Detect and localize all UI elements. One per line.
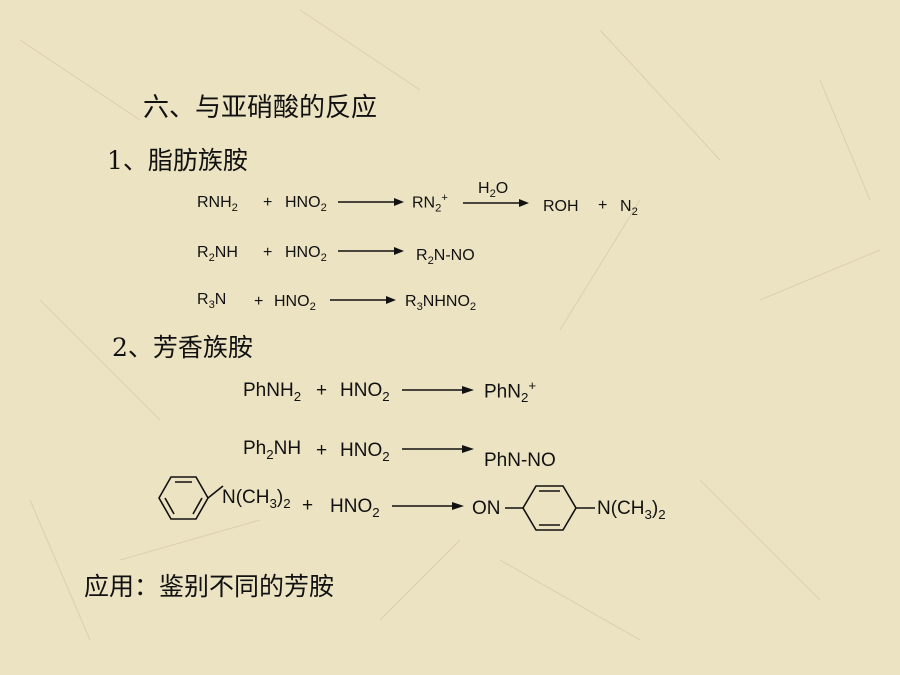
plus-sign: + [316, 380, 328, 401]
reactant-r2nh: R2NH [197, 244, 238, 265]
reaction-arrow [338, 247, 404, 255]
reaction-arrow [463, 199, 529, 207]
product-diazonium: RN2+ [412, 192, 448, 215]
plus-sign: + [254, 293, 264, 310]
plus-sign: + [263, 244, 273, 261]
product-nitrosamine: R2N-NO [416, 247, 475, 268]
reactant-hno2: HNO2 [274, 293, 316, 314]
reactant-hno2: HNO2 [330, 496, 380, 520]
reactant-hno2: HNO2 [340, 440, 390, 464]
reaction-arrow [392, 502, 464, 510]
reaction-arrow [330, 296, 396, 304]
plus-sign: + [302, 495, 314, 516]
benzene-ring-icon [158, 476, 224, 520]
product-n2: N2 [620, 198, 638, 219]
dimethylamino-group: N(CH3)2 [597, 498, 666, 522]
section-title: 六、与亚硝酸的反应 [143, 93, 378, 123]
nitroso-group: ON [472, 498, 501, 519]
subsection-aromatic-title: 2、芳香族胺 [112, 333, 253, 362]
product-salt: R3NHNO2 [405, 293, 477, 314]
reaction-arrow [338, 198, 404, 206]
plus-sign: + [316, 440, 328, 461]
reactant-ph2nh: Ph2NH [243, 438, 302, 462]
subsection-aliphatic-title: 1、脂肪族胺 [107, 146, 248, 175]
reactant-phnh2: PhNH2 [243, 380, 302, 404]
reaction-arrow [402, 386, 474, 394]
product-phn2-plus: PhN2+ [484, 378, 537, 406]
reactant-hno2: HNO2 [285, 194, 327, 215]
plus-sign: + [263, 194, 273, 211]
condition-water: H2O [478, 180, 509, 201]
reactant-hno2: HNO2 [285, 244, 327, 265]
reactant-rnh2: RNH2 [197, 194, 238, 215]
application-note: 应用：鉴别不同的芳胺 [84, 572, 335, 601]
reactant-r3n: R3N [197, 291, 227, 312]
product-roh: ROH [543, 198, 579, 215]
plus-sign: + [598, 197, 608, 214]
product-phn-no: PhN-NO [484, 450, 556, 471]
reactant-hno2: HNO2 [340, 380, 390, 404]
dimethylamino-group: N(CH3)2 [222, 487, 291, 511]
para-benzene-ring-icon [505, 485, 595, 531]
reaction-arrow [402, 445, 474, 453]
